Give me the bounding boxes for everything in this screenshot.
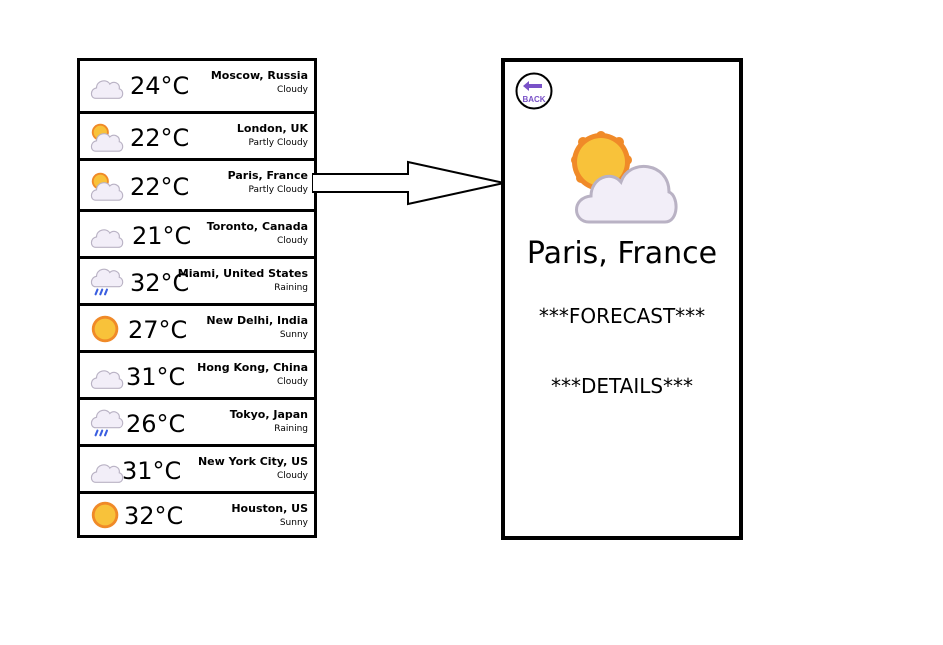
sun-icon xyxy=(91,315,119,343)
city-temperature: 27°C xyxy=(128,316,188,344)
city-temperature: 21°C xyxy=(132,222,192,250)
city-temperature: 22°C xyxy=(130,173,190,201)
city-condition: Sunny xyxy=(279,330,308,340)
city-temperature: 31°C xyxy=(122,457,182,485)
city-temperature: 32°C xyxy=(130,269,190,297)
city-row[interactable]: 32°C Houston, US Sunny xyxy=(80,491,314,535)
partly-cloudy-icon xyxy=(90,123,124,152)
forecast-placeholder: ***FORECAST*** xyxy=(538,304,706,328)
city-condition: Partly Cloudy xyxy=(248,185,309,195)
rain-icon xyxy=(90,268,124,296)
partly-cloudy-icon xyxy=(90,172,124,201)
city-condition: Partly Cloudy xyxy=(248,138,309,148)
city-name: London, UK xyxy=(236,122,308,135)
city-temperature: 32°C xyxy=(124,502,184,530)
cloud-icon xyxy=(90,370,124,389)
sun-icon xyxy=(91,501,119,529)
cloud-icon xyxy=(90,229,124,248)
rain-icon xyxy=(90,409,124,437)
city-row[interactable]: 22°C London, UK Partly Cloudy xyxy=(80,111,314,158)
city-name: Tokyo, Japan xyxy=(229,408,308,421)
city-condition: Raining xyxy=(274,424,308,434)
city-condition: Cloudy xyxy=(276,236,308,246)
city-name: New York City, US xyxy=(197,455,308,468)
cloud-icon xyxy=(90,80,124,99)
city-name: Houston, US xyxy=(231,502,308,515)
city-name: Paris, France xyxy=(227,169,308,182)
city-name: Toronto, Canada xyxy=(206,220,308,233)
city-row[interactable]: 31°C New York City, US Cloudy xyxy=(80,444,314,491)
city-condition: Cloudy xyxy=(276,377,308,387)
cloud-icon xyxy=(90,464,124,483)
back-label: BACK xyxy=(522,95,545,104)
back-button[interactable]: BACK xyxy=(515,72,553,110)
back-arrow-icon: BACK xyxy=(515,72,553,110)
city-condition: Sunny xyxy=(279,518,308,528)
city-condition: Cloudy xyxy=(276,85,308,95)
city-name: New Delhi, India xyxy=(206,314,308,327)
city-temperature: 26°C xyxy=(126,410,186,438)
city-condition: Raining xyxy=(274,283,308,293)
partly-cloudy-icon xyxy=(571,131,678,224)
city-name: Moscow, Russia xyxy=(210,69,308,82)
details-placeholder: ***DETAILS*** xyxy=(550,374,694,398)
city-temperature: 24°C xyxy=(130,72,190,100)
city-name: Hong Kong, China xyxy=(197,361,308,374)
city-condition: Cloudy xyxy=(276,471,308,481)
city-name: Miami, United States xyxy=(177,267,308,280)
city-temperature: 22°C xyxy=(130,124,190,152)
navigation-arrow xyxy=(312,160,505,206)
detail-city-name: Paris, France xyxy=(526,236,718,271)
city-temperature: 31°C xyxy=(126,363,186,391)
city-detail-panel: BACK Paris, France ***FORECAST*** ***DET… xyxy=(501,58,743,540)
